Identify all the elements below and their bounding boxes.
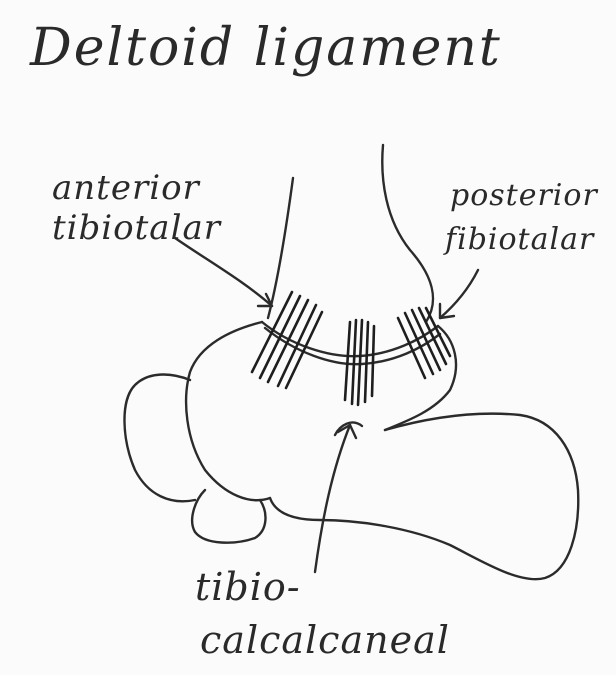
- diagram-title: Deltoid ligament: [30, 18, 502, 78]
- talus-outline: [186, 322, 270, 500]
- navicular-outline: [124, 375, 195, 502]
- talus-right: [385, 326, 456, 430]
- anterior-label-line1: anterior: [52, 168, 200, 208]
- tibio-arrow: [315, 425, 350, 572]
- anterior-label-line2: tibiotalar: [52, 208, 221, 248]
- tibiocalcaneal-label-line1: tibio-: [195, 565, 301, 609]
- calcaneus-outline: [270, 414, 578, 580]
- posterior-label-line2: fibiotalar: [445, 222, 594, 257]
- tibiocalcaneal-label-line2: calcalcaneal: [200, 618, 450, 662]
- cuneiform-outline: [192, 490, 265, 543]
- posterior-arrow: [440, 270, 478, 318]
- tibia-outline-right: [382, 145, 433, 322]
- posterior-label-line1: posterior: [450, 178, 598, 213]
- anterior-arrow: [175, 238, 272, 306]
